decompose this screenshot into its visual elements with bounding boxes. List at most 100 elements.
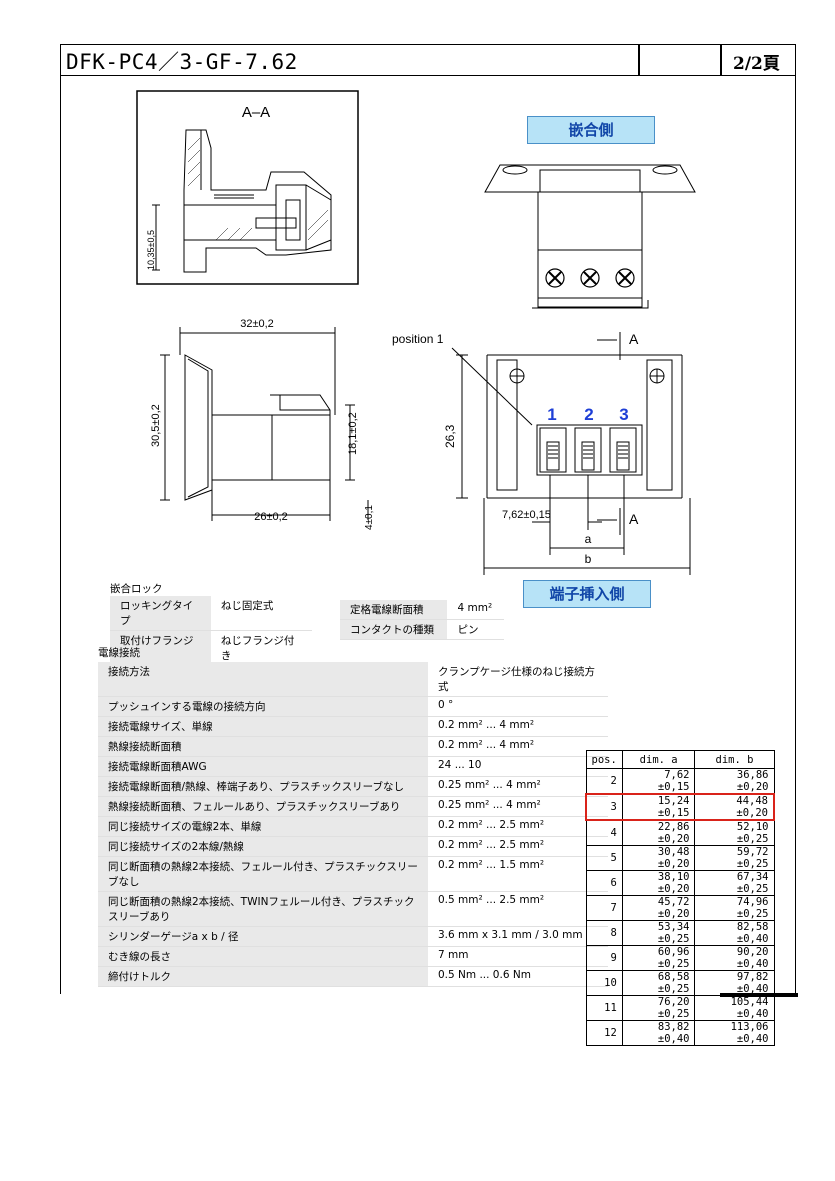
wire-value: 0 ° — [428, 696, 608, 717]
lock-value: ねじ固定式 — [210, 596, 312, 631]
screw-hole — [502, 165, 528, 175]
dim-cell-b: 52,10 ±0,25 — [694, 819, 775, 846]
wire-key: プッシュインする電線の接続方向 — [98, 696, 428, 717]
pin-number: 1 — [547, 405, 556, 424]
position-leader — [451, 347, 533, 426]
wire-key: 接続方法 — [98, 662, 428, 697]
dim-cell-b: 113,06 ±0,40 — [694, 1020, 775, 1046]
front-height-dim: 26,3 — [443, 424, 457, 448]
wire-value: 0.25 mm² ... 4 mm² — [428, 776, 608, 797]
body-side — [211, 414, 273, 481]
bottom-dim-line — [211, 480, 331, 521]
section-box — [136, 90, 359, 285]
pin-number: 2 — [584, 405, 593, 424]
dim-cell-a: 68,58 ±0,25 — [621, 970, 696, 996]
insertion-side-badge: 端子挿入側 — [523, 580, 651, 608]
dim-cell-a: 60,96 ±0,25 — [621, 945, 696, 971]
height-dim-line — [160, 354, 170, 501]
dim-cell-a: 76,20 ±0,25 — [621, 995, 696, 1021]
wire-value: 0.2 mm² ... 4 mm² — [428, 716, 608, 737]
section-marker-bottom: A — [629, 511, 639, 527]
title-divider — [638, 44, 640, 76]
drawing-frame — [60, 44, 796, 994]
wire-key: シリンダーゲージa x b / 径 — [98, 926, 428, 947]
wire-value: 0.2 mm² ... 2.5 mm² — [428, 836, 608, 857]
dim-cell-b: 97,82 ±0,40 — [694, 970, 775, 996]
pin-hatching — [548, 445, 628, 459]
wire-value: クランプケージ仕様のねじ接続方式 — [428, 662, 608, 697]
table-row: 接続方法クランプケージ仕様のねじ接続方式 — [98, 662, 608, 697]
section-outline — [152, 129, 332, 273]
wire-value: 7 mm — [428, 946, 608, 967]
dim-a-line — [549, 490, 625, 555]
mating-view-drawing — [484, 164, 696, 309]
section-label: A–A — [242, 104, 270, 121]
dim-cell-a: 22,86 ±0,20 — [621, 819, 696, 846]
lock-key: ロッキングタイプ — [110, 596, 211, 631]
pitch-dim: 7,62±0,15 — [502, 509, 551, 521]
front-height-dim-line — [456, 354, 468, 499]
wire-value: 0.2 mm² ... 1.5 mm² — [428, 856, 608, 892]
dim-cell-pos: 10 — [585, 970, 623, 996]
dim-cell-a: 15,24 ±0,15 — [621, 793, 696, 821]
terminal-block — [536, 424, 643, 476]
side-foot-dim: 4±0,1 — [364, 505, 375, 530]
side-top-dim: 32±0,2 — [240, 318, 274, 330]
dim-cell-a: 7,62 ±0,15 — [621, 768, 696, 795]
dim-cell-b: 90,20 ±0,40 — [694, 945, 775, 971]
wire-value: 0.25 mm² ... 4 mm² — [428, 796, 608, 817]
dim-cell-b: 82,58 ±0,40 — [694, 920, 775, 946]
dim-cell-a: 30,48 ±0,20 — [621, 845, 696, 871]
lock-key: 取付けフランジ — [110, 630, 211, 666]
wire-value: 3.6 mm x 3.1 mm / 3.0 mm — [428, 926, 608, 947]
hatching — [187, 137, 329, 241]
dim-cell-b: 74,96 ±0,25 — [694, 895, 775, 921]
dim-cell-pos: 7 — [585, 895, 623, 921]
column-header-dim-b: dim. b — [694, 750, 775, 769]
pin-number: 3 — [619, 405, 628, 424]
dim-cell-b: 44,48 ±0,20 — [694, 793, 776, 821]
dim-cell-pos: 12 — [585, 1020, 623, 1046]
extension-lines — [179, 327, 336, 415]
wire-key: 接続電線断面積/熱線、棒端子あり、プラスチックスリーブなし — [98, 776, 428, 797]
wire-key: 熱線接続断面積、フェルールあり、プラスチックスリーブあり — [98, 796, 428, 817]
dim-cell-b: 36,86 ±0,20 — [694, 768, 775, 795]
dim-cell-pos: 8 — [585, 920, 623, 946]
wire-key: 熱線接続断面積 — [98, 736, 428, 757]
page-number: 2/2頁 — [733, 54, 780, 74]
table-row: 取付けフランジねじフランジ付き — [110, 630, 312, 666]
section-line-top — [597, 332, 621, 360]
position-label: position 1 — [392, 332, 444, 346]
dim-cell-a: 83,82 ±0,40 — [621, 1020, 696, 1046]
front-outline — [487, 354, 682, 499]
dim-cell-pos: 9 — [585, 945, 623, 971]
dim-cell-a: 53,34 ±0,25 — [621, 920, 696, 946]
wire-value: 0.2 mm² ... 2.5 mm² — [428, 816, 608, 837]
rated-key: 定格電線断面積 — [340, 600, 448, 620]
dim-cell-b: 59,72 ±0,25 — [694, 845, 775, 871]
wire-value: 24 ... 10 — [428, 756, 608, 777]
screw-hole — [652, 165, 678, 175]
wire-value: 0.5 Nm ... 0.6 Nm — [428, 966, 608, 987]
flange-center — [539, 169, 641, 193]
wire-key: 同じ接続サイズの2本線/熱線 — [98, 836, 428, 857]
